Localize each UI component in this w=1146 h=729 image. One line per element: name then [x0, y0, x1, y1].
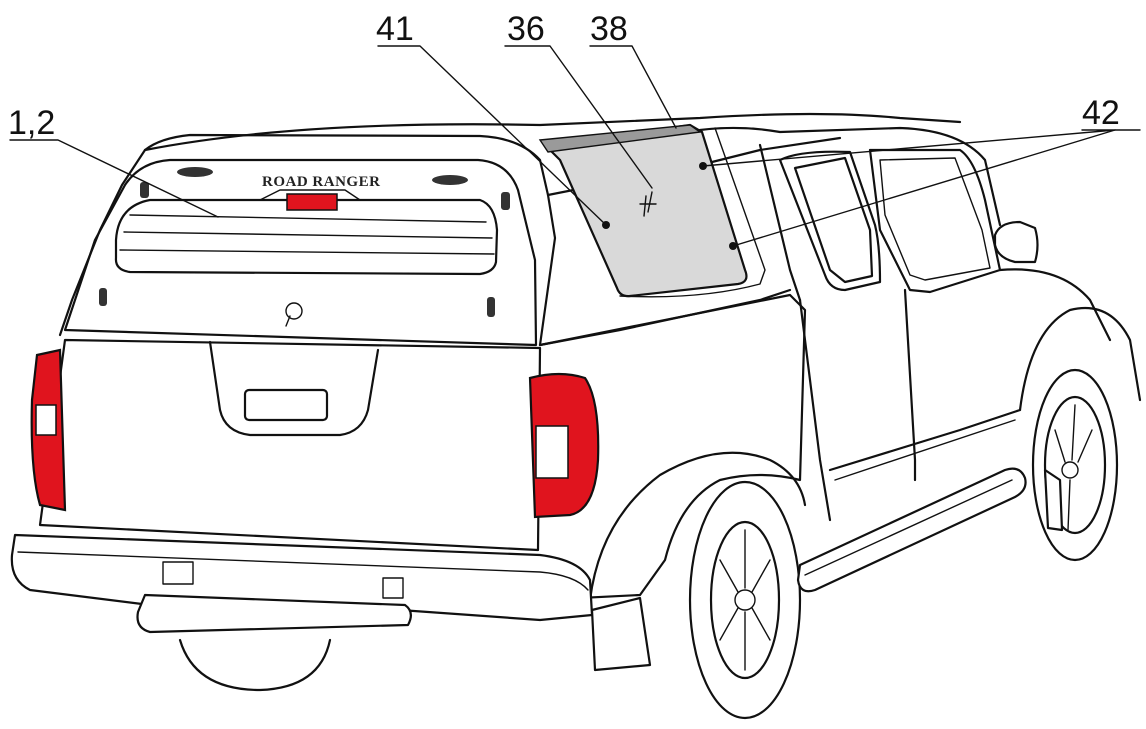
side-window-glass — [543, 123, 748, 298]
mud-flap — [590, 596, 652, 672]
window-stripe-2 — [123, 231, 493, 239]
rear-rim — [709, 520, 781, 680]
callout-label-41: 41 — [376, 10, 414, 48]
cab-rear-pillar — [758, 143, 802, 302]
brand-badge: ROAD RANGER — [262, 174, 380, 190]
cab-door-handle-line — [828, 408, 1022, 472]
brake-light — [286, 193, 338, 211]
rear-door-outline — [63, 158, 538, 347]
canopy: ROAD RANGER — [58, 112, 962, 347]
tailgate-outline — [38, 338, 542, 552]
rear-spokes — [719, 529, 771, 671]
latch-top-right — [501, 192, 510, 210]
bumper-crease — [17, 551, 589, 591]
leader-42-top — [702, 129, 1141, 167]
callout-leaders — [9, 45, 1141, 247]
leader-41 — [377, 45, 607, 226]
tail-light-right-reverse — [535, 425, 569, 479]
cab-rear-window-inner — [793, 156, 874, 284]
seal-strip — [538, 124, 702, 153]
window-stripe-1 — [129, 214, 487, 223]
side-step-tube-line — [804, 479, 1013, 576]
side-step-tube — [796, 467, 1027, 593]
cab-rear-window — [778, 150, 882, 292]
cab-roof — [698, 126, 1002, 227]
latch-bottom-left — [99, 288, 107, 306]
hood-line — [998, 268, 1112, 342]
rear-fender-arch — [588, 451, 807, 602]
tow-step — [136, 593, 412, 634]
cab-front-window — [868, 148, 1002, 294]
tail-light-left-reverse — [35, 404, 57, 436]
leader-1-2 — [9, 139, 219, 218]
brake-light-bezel — [259, 189, 361, 201]
lock-icon — [285, 302, 303, 320]
front-rim — [1043, 395, 1107, 535]
leader-42-bottom — [732, 129, 1116, 247]
window-stripe-3 — [119, 249, 495, 255]
rear-tire-left — [178, 638, 332, 692]
callout-label-38: 38 — [590, 10, 628, 48]
callout-label-1-2: 1,2 — [8, 104, 55, 142]
tailgate-recess — [208, 340, 380, 437]
bumper-sensor-left — [162, 561, 194, 585]
canopy-side-window — [538, 123, 766, 298]
cab-body-line — [834, 419, 1016, 481]
side-window-frame — [619, 127, 766, 298]
callout-label-36: 36 — [507, 10, 545, 48]
rear-window — [114, 198, 499, 276]
rear-hub — [734, 589, 756, 611]
running-board — [796, 467, 1027, 593]
latch-bottom-right — [487, 297, 495, 317]
leader-36 — [504, 45, 653, 189]
cab — [698, 126, 1112, 522]
tailgate-handle — [243, 388, 329, 422]
rear-bumper — [10, 533, 594, 692]
front-wheel — [1018, 306, 1142, 562]
front-fender-arch — [1018, 306, 1142, 412]
canopy-roof-top — [143, 112, 962, 152]
front-spokes — [1054, 404, 1093, 531]
leader-38 — [589, 45, 677, 129]
latch-top-left — [140, 182, 149, 198]
lock-key — [285, 315, 291, 327]
front-tire — [1031, 368, 1119, 562]
cab-front-window-inner — [879, 157, 991, 281]
canopy-roof-outline — [58, 133, 557, 347]
rear-wheel — [688, 480, 802, 720]
rear-tire — [688, 480, 802, 720]
side-mirror — [993, 220, 1039, 264]
front-mud-flap — [1043, 468, 1064, 532]
bumper-sensor-right — [382, 577, 404, 599]
callout-label-42: 42 — [1082, 94, 1120, 132]
glass-mark-icon — [639, 191, 657, 217]
vent-right — [432, 175, 468, 185]
front-hub — [1061, 461, 1079, 479]
cab-door-lower — [798, 288, 917, 522]
vent-left — [177, 167, 213, 177]
